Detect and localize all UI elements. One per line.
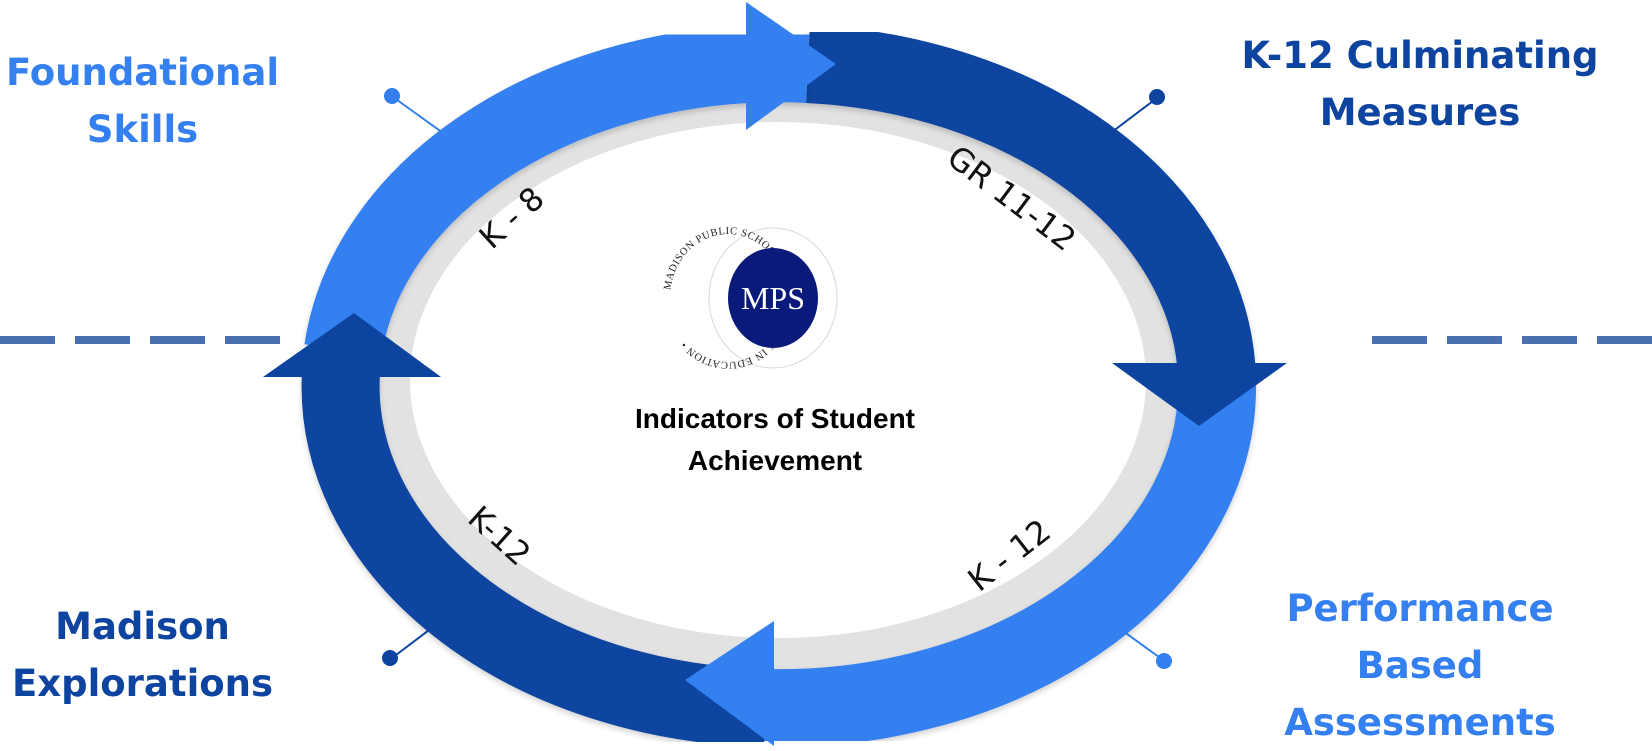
arrowhead-top: [746, 2, 836, 130]
label-line: Based: [1356, 644, 1484, 687]
center-title-line-2: Achievement: [687, 445, 863, 476]
center-title: Indicators of Student Achievement: [590, 398, 960, 482]
label-foundational-skills: Foundational Skills: [0, 44, 285, 158]
label-line: Skills: [86, 108, 199, 151]
label-line: Madison: [55, 605, 230, 648]
label-line: Explorations: [11, 662, 274, 705]
arrowhead-right: [1112, 363, 1287, 426]
inner-ring: [362, 74, 1194, 686]
label-line: K-12 Culminating: [1241, 34, 1599, 77]
mps-logo: MADISON PUBLIC SCHOOLS • EXCELLENCE IN E…: [662, 226, 838, 370]
center-title-line-1: Indicators of Student: [635, 403, 915, 434]
label-k12-culminating-measures: K-12 Culminating Measures: [1220, 27, 1620, 141]
label-line: Performance: [1286, 587, 1554, 630]
label-line: Measures: [1319, 91, 1521, 134]
arrow-arc-madison: [301, 369, 766, 747]
arrow-arc-k12-culminating: [806, 25, 1256, 383]
label-performance-based-assessments: Performance Based Assessments: [1240, 580, 1600, 751]
arrow-arc-foundational: [304, 24, 810, 357]
logo-emblem: [728, 248, 818, 348]
label-line: Foundational: [5, 51, 280, 94]
label-line: Assessments: [1284, 701, 1556, 744]
arrowhead-bottom: [685, 621, 774, 746]
logo-monogram: MPS: [741, 280, 805, 316]
label-madison-explorations: Madison Explorations: [0, 598, 285, 712]
arrowhead-left: [263, 313, 441, 377]
arrow-arc-performance: [764, 380, 1257, 748]
